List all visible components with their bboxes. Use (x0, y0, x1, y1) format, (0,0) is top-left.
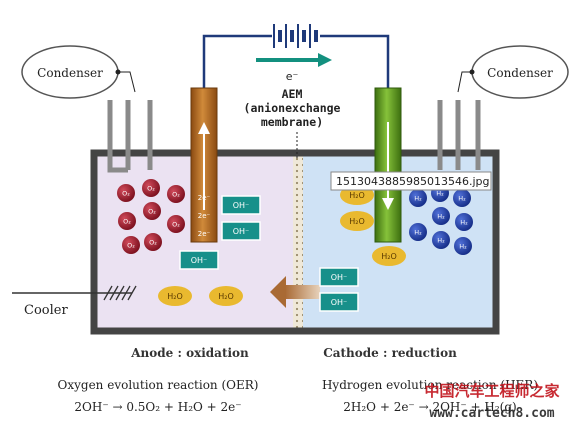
o2-molecule: O₂ (118, 212, 136, 230)
hydrogen-bubbles: H₂ H₂ H₂ H₂ H₂ H₂ H₂ H₂ (409, 184, 473, 255)
svg-text:OH⁻: OH⁻ (233, 227, 250, 236)
condenser-right-label: Condenser (487, 66, 553, 80)
svg-text:O₂: O₂ (148, 208, 156, 216)
condenser-tubes-left (107, 100, 153, 173)
condenser-tubes-right (437, 100, 481, 170)
anode-electron-2: 2e⁻ (198, 212, 211, 220)
anode-electron-3: 2e⁻ (198, 230, 211, 238)
cathode-electrode (374, 87, 402, 243)
oer-equation: 2OH⁻ → 0.5O₂ + H₂O + 2e⁻ (74, 400, 241, 414)
h2o-molecule: H₂O (372, 246, 406, 266)
svg-text:O₂: O₂ (122, 190, 130, 198)
svg-text:H₂: H₂ (460, 219, 468, 227)
external-circuit (202, 34, 390, 88)
filename-tooltip: 1513043885985013546.jpg (330, 171, 492, 191)
svg-text:OH⁻: OH⁻ (331, 273, 348, 282)
svg-text:H₂: H₂ (414, 229, 422, 237)
o2-molecule: O₂ (122, 236, 140, 254)
svg-text:H₂: H₂ (437, 237, 445, 245)
o2-molecule: O₂ (167, 215, 185, 233)
svg-text:H₂O: H₂O (381, 252, 397, 261)
svg-text:O₂: O₂ (127, 242, 135, 250)
h2o-molecule: H₂O (340, 211, 374, 231)
condenser-left-label: Condenser (37, 66, 103, 80)
water-molecules-anode: H₂O H₂O (158, 286, 243, 306)
oer-title: Oxygen evolution reaction (OER) (58, 378, 259, 392)
h2-molecule: H₂ (454, 237, 472, 255)
svg-text:O₂: O₂ (123, 218, 131, 226)
hydroxide-ions-cathode: OH⁻ OH⁻ (319, 267, 359, 312)
o2-molecule: O₂ (117, 184, 135, 202)
o2-molecule: O₂ (143, 202, 161, 220)
svg-text:H₂O: H₂O (167, 292, 183, 301)
electron-flow-arrow (256, 53, 332, 67)
svg-text:OH⁻: OH⁻ (191, 256, 208, 265)
tooltip-text: 1513043885985013546.jpg (336, 175, 490, 188)
watermark-url: www.cartech8.com (429, 406, 554, 421)
oh-ion: OH⁻ (221, 221, 261, 241)
h2o-molecule: H₂O (158, 286, 192, 306)
watermark: 中国汽车工程师之家 www.cartech8.com (424, 382, 559, 421)
h2-molecule: H₂ (432, 231, 450, 249)
svg-text:O₂: O₂ (172, 191, 180, 199)
svg-text:OH⁻: OH⁻ (331, 298, 348, 307)
condenser-right: Condenser (457, 45, 569, 99)
svg-text:O₂: O₂ (149, 239, 157, 247)
o2-molecule: O₂ (142, 179, 160, 197)
svg-text:H₂: H₂ (414, 195, 422, 203)
svg-text:H₂O: H₂O (349, 191, 365, 200)
watermark-cn: 中国汽车工程师之家 (424, 382, 559, 400)
oxygen-bubbles: O₂ O₂ O₂ O₂ O₂ O₂ O₂ O₂ (117, 179, 185, 254)
battery-icon (273, 24, 318, 48)
condenser-left: Condenser (21, 45, 136, 99)
svg-text:H₂O: H₂O (218, 292, 234, 301)
h2o-molecule: H₂O (209, 286, 243, 306)
cooler-label: Cooler (24, 303, 68, 318)
svg-text:H₂: H₂ (437, 213, 445, 221)
her-equation: 2H₂O + 2e⁻ → 2OH⁻ + H₂(g) (343, 400, 516, 414)
cooler: Cooler (12, 285, 137, 318)
aem-membrane (293, 153, 303, 331)
o2-molecule: O₂ (144, 233, 162, 251)
tank-wall (90, 149, 500, 335)
anode-electron-1: 2e⁻ (198, 194, 211, 202)
oh-ion: OH⁻ (179, 250, 219, 270)
electron-label: e⁻ (286, 70, 299, 83)
hydroxide-flow-arrow (270, 276, 320, 308)
svg-text:H₂: H₂ (459, 243, 467, 251)
svg-text:H₂O: H₂O (349, 217, 365, 226)
anode-electrode: 2e⁻ 2e⁻ 2e⁻ (190, 87, 218, 243)
h2-molecule: H₂ (453, 189, 471, 207)
svg-text:H₂: H₂ (436, 190, 444, 198)
hydroxide-ions-anode: OH⁻ OH⁻ OH⁻ (179, 195, 261, 270)
her-title: Hydrogen evolution reaction (HER) (322, 378, 538, 392)
h2-molecule: H₂ (455, 213, 473, 231)
svg-text:OH⁻: OH⁻ (233, 201, 250, 210)
h2-molecule: H₂ (409, 189, 427, 207)
svg-text:H₂: H₂ (458, 195, 466, 203)
h2-molecule: H₂ (432, 207, 450, 225)
aem-label-line1: AEM (282, 87, 303, 101)
svg-text:O₂: O₂ (147, 185, 155, 193)
oh-ion: OH⁻ (319, 267, 359, 287)
oh-ion: OH⁻ (319, 292, 359, 312)
cathode-title: Cathode : reduction (323, 346, 457, 360)
o2-molecule: O₂ (167, 185, 185, 203)
aem-label-line2: (anionexchange (244, 101, 341, 115)
h2-molecule: H₂ (409, 223, 427, 241)
svg-text:O₂: O₂ (172, 221, 180, 229)
anode-title: Anode : oxidation (130, 346, 249, 360)
aem-label-line3: membrane) (261, 115, 323, 129)
oh-ion: OH⁻ (221, 195, 261, 215)
